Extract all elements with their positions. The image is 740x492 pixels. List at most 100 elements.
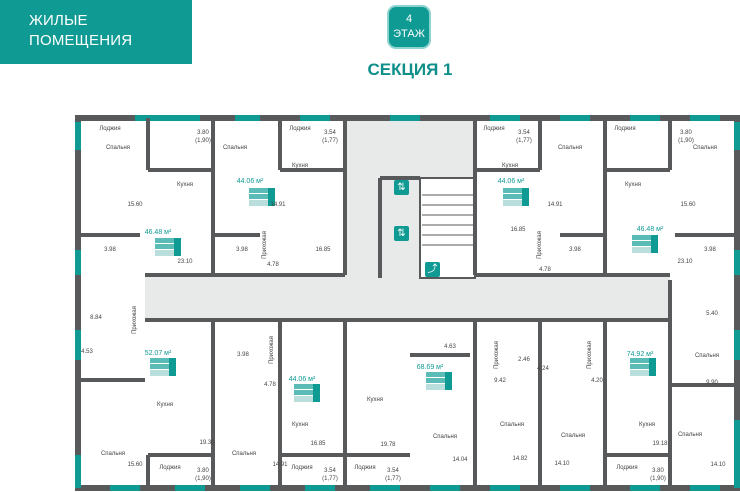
corridor [145,275,670,320]
apartment-badge[interactable] [630,358,656,376]
apartment-badge[interactable] [632,235,658,253]
room-label: Кухня [624,182,642,188]
room-label: 3.98 [104,247,116,253]
room-label: 9.42 [494,378,506,384]
room-label: Лоджия [614,126,636,132]
room-label: 14.10 [710,462,726,468]
room-label: 74.92 м² [626,351,654,358]
section-header: ЖИЛЫЕ ПОМЕЩЕНИЯ [0,0,192,64]
room-label: 4.63 [444,344,456,350]
room-label: Прихожая [262,231,268,259]
room-label: 2.46 [518,357,530,363]
room-label: 3.54 (1,77) [516,130,532,144]
room-label: Кухня [176,182,194,188]
apartment-badge[interactable] [155,238,181,256]
room-label: Лоджия [483,126,505,132]
room-label: Лоджия [99,126,121,132]
room-label: Прихожая [269,336,275,364]
room-label: Спальня [432,434,458,440]
room-label: 9.90 [706,380,718,386]
room-label: 3.54 (1,77) [322,130,338,144]
room-label: Кухня [156,402,174,408]
room-label: 14.82 [512,456,528,462]
room-label: 4.24 [537,366,549,372]
room-label: Спальня [231,451,257,457]
apartment-badge[interactable] [294,384,320,402]
room-label: 4.78 [264,382,276,388]
room-label: 44.06 м² [288,376,316,383]
room-label: 14.10 [554,461,570,467]
room-label: Спальня [560,433,586,439]
room-label: 3.80 (1,90) [195,130,211,144]
section-title: СЕКЦИЯ 1 [367,60,453,79]
room-label: 3.98 [704,247,716,253]
stair-steps [422,194,473,246]
room-label: Кухня [291,422,309,428]
apartment-badge[interactable] [150,358,176,376]
room-label: 23.10 [677,259,693,265]
room-label: Спальня [105,145,131,151]
room-label: Прихожая [494,341,500,369]
room-label: Кухня [291,163,309,169]
room-label: Лоджия [616,465,638,471]
room-label: Спальня [100,451,126,457]
header-title-line2: ПОМЕЩЕНИЯ [29,32,133,49]
room-label: 52.07 м² [144,350,172,357]
room-label: 23.10 [177,259,193,265]
windows [75,115,740,491]
room-label: 46.48 м² [636,226,664,233]
room-label: 15.60 [127,202,143,208]
room-label: Спальня [557,145,583,151]
apartment-badge[interactable] [426,372,452,390]
room-label: 15.60 [680,202,696,208]
room-label: 3.54 (1,77) [385,468,401,482]
header-title-line1: ЖИЛЫЕ [29,12,88,29]
room-label: 3.98 [569,247,581,253]
room-label: 3.98 [237,352,249,358]
room-label: Спальня [694,353,720,359]
room-label: 16.85 [310,441,326,447]
room-label: Прихожая [587,341,593,369]
room-label: 46.48 м² [144,229,172,236]
room-label: Спальня [222,145,248,151]
room-label: 4.53 [81,349,93,355]
apartment-badge[interactable] [249,188,275,206]
room-label: 19.78 [380,442,396,448]
room-label: 44.06 м² [236,178,264,185]
room-label: 15.60 [127,462,143,468]
room-label: 68.69 м² [416,364,444,371]
room-label: Спальня [692,145,718,151]
room-label: 5.40 [706,311,718,317]
floor-label: ЭТАЖ [393,28,425,40]
room-label: 44.06 м² [497,178,525,185]
room-label: 4.78 [539,267,551,273]
room-label: 4.78 [267,262,279,268]
room-label: 19.18 [652,441,668,447]
floor-number: 4 [405,13,413,25]
room-label: Лоджия [289,126,311,132]
room-label: Прихожая [537,231,543,259]
room-label: Прихожая [132,306,138,334]
room-label: 14.04 [452,457,468,463]
room-label: 16.85 [510,227,526,233]
room-label: 16.85 [315,247,331,253]
room-label: Лоджия [354,465,376,471]
room-label: Кухня [501,163,519,169]
room-label: 3.80 (1,90) [678,130,694,144]
room-label: 3.54 (1,77) [322,468,338,482]
room-label: 14.91 [270,202,286,208]
room-label: 3.80 (1,90) [650,468,666,482]
room-label: 3.80 (1,90) [195,468,211,482]
room-label: Кухня [366,397,384,403]
room-label: 19.30 [199,440,215,446]
room-label: 3.98 [236,247,248,253]
room-label: Спальня [499,422,525,428]
room-label: 14.91 [547,202,563,208]
interior-walls [78,118,737,488]
apartment-badge[interactable] [503,188,529,206]
room-label: 14.91 [272,462,288,468]
room-label: Кухня [638,422,656,428]
room-label: Лоджия [159,465,181,471]
